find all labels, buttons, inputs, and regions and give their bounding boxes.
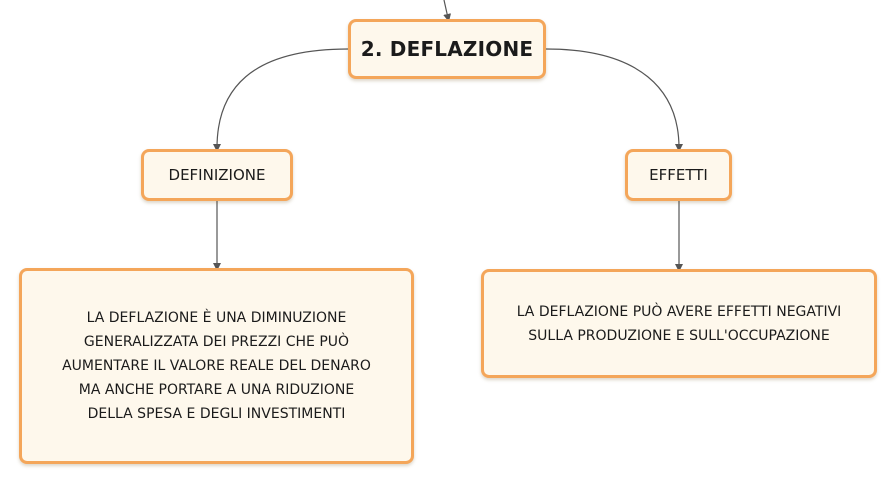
title-node[interactable]: 2. DEFLAZIONE [348, 19, 546, 79]
effetti-content-node[interactable]: LA DEFLAZIONE PUÒ AVERE EFFETTI NEGATIVI… [481, 269, 877, 378]
definizione-node[interactable]: DEFINIZIONE [141, 149, 293, 201]
title-label: 2. DEFLAZIONE [360, 37, 534, 61]
connector-title-to-effetti [545, 48, 683, 152]
definizione-label: DEFINIZIONE [168, 166, 266, 184]
effetti-content-text: LA DEFLAZIONE PUÒ AVERE EFFETTI NEGATIVI… [516, 303, 842, 344]
effetti-label: EFFETTI [649, 166, 708, 184]
effetti-node[interactable]: EFFETTI [625, 149, 732, 201]
incoming-connector [443, 0, 452, 22]
definizione-content-node[interactable]: LA DEFLAZIONE È UNA DIMINUZIONE GENERALI… [19, 268, 414, 464]
definizione-content-text: LA DEFLAZIONE È UNA DIMINUZIONE GENERALI… [62, 310, 371, 422]
connector-title-to-definizione [213, 48, 349, 152]
